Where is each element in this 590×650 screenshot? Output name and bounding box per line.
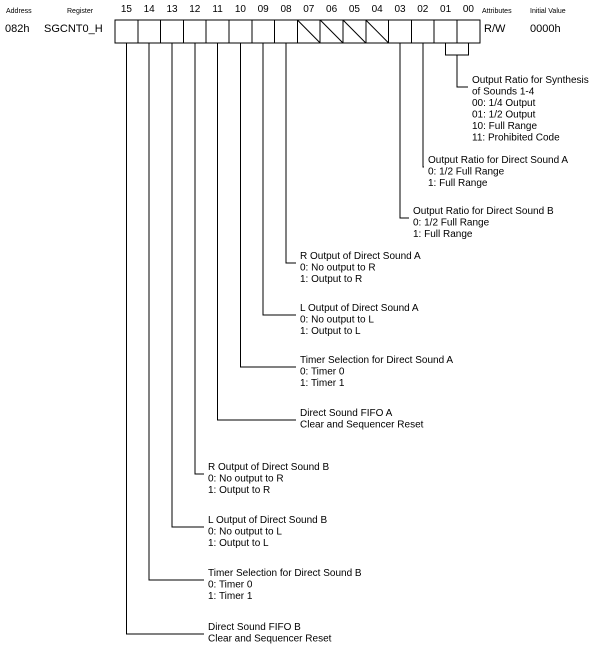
field-option: 11: Prohibited Code: [472, 133, 560, 144]
field-option: 0: 1/2 Full Range: [413, 218, 490, 229]
field-leader: [194, 43, 204, 475]
bit-number: 08: [280, 4, 292, 15]
field-option: 0: No output to R: [300, 263, 376, 274]
bit-number: 14: [144, 4, 156, 15]
bit-cell: [228, 19, 253, 44]
bit-number: 01: [440, 4, 452, 15]
unused-bit-hatch: [297, 19, 321, 44]
bit-cell: [137, 19, 162, 44]
unused-bit-hatch: [342, 19, 367, 44]
field-option: 1: Full Range: [413, 229, 473, 240]
bit-number: 05: [349, 4, 361, 15]
bit-cell: [114, 19, 139, 44]
field-option: 1: Output to R: [208, 485, 270, 496]
field-option: 1: Timer 1: [300, 378, 345, 389]
field-bracket: [445, 43, 469, 56]
bit-number-row: 15 14 13 12 11 10 09 08 07 06 05 04 03 02 01 00: [121, 4, 475, 15]
attributes-header: Attributes: [482, 8, 512, 15]
bit-number: 13: [166, 4, 178, 15]
field-option: 1: Output to L: [208, 538, 269, 549]
bit-number: 09: [258, 4, 270, 15]
field-option: 0: Timer 0: [300, 367, 345, 378]
bit-cell: [433, 19, 458, 44]
field-option: 10: Full Range: [472, 121, 537, 132]
bit-number: 11: [212, 4, 223, 15]
field-leader: [125, 43, 204, 635]
field-option: 00: 1/4 Output: [472, 98, 536, 109]
field-title: Timer Selection for Direct Sound A: [300, 355, 453, 366]
field-leader-lines: [125, 43, 469, 635]
bit-number: 06: [326, 4, 338, 15]
field-leader: [239, 43, 296, 368]
bit-cell: [274, 19, 298, 44]
field-title: L Output of Direct Sound B: [208, 515, 327, 526]
field-leader: [399, 43, 409, 219]
field-leader: [217, 43, 296, 421]
register-name: SGCNT0_H: [44, 23, 103, 35]
bit-number: 03: [394, 4, 406, 15]
bit-cell: [205, 19, 230, 44]
field-title: Direct Sound FIFO A: [300, 408, 393, 419]
field-option: Clear and Sequencer Reset: [208, 634, 332, 645]
address-header: Address: [6, 8, 32, 15]
bit-number: 04: [372, 4, 384, 15]
field-title: R Output of Direct Sound A: [300, 251, 421, 262]
unused-bit-hatch: [319, 19, 344, 44]
field-option: 0: No output to R: [208, 474, 284, 485]
bit-cell: [456, 19, 481, 44]
field-option: 0: 1/2 Full Range: [428, 167, 505, 178]
bit-number: 00: [463, 4, 475, 15]
field-option: 1: Timer 1: [208, 591, 253, 602]
bit-number: 12: [189, 4, 201, 15]
field-title: Timer Selection for Direct Sound B: [208, 568, 362, 579]
field-leader: [171, 43, 204, 528]
unused-bit-hatch: [365, 19, 389, 44]
register-initial-value: 0000h: [530, 23, 561, 35]
field-leader: [262, 43, 296, 316]
field-title: Output Ratio for Direct Sound A: [428, 155, 568, 166]
field-option: 0: Timer 0: [208, 580, 253, 591]
field-title: L Output of Direct Sound A: [300, 303, 419, 314]
register-attributes: R/W: [484, 23, 506, 35]
bit-cell: [410, 19, 435, 44]
field-title: Direct Sound FIFO B: [208, 622, 301, 633]
bit-cell: [388, 19, 412, 44]
field-option: 1: Output to R: [300, 274, 362, 285]
bit-cell-row: [114, 19, 481, 44]
bit-cell: [251, 19, 276, 44]
bit-number: 10: [235, 4, 247, 15]
field-title: Output Ratio for Direct Sound B: [413, 206, 554, 217]
field-option: Clear and Sequencer Reset: [300, 420, 424, 431]
field-leader: [148, 43, 204, 581]
field-option: of Sounds 1-4: [472, 87, 535, 98]
field-option: 1: Output to L: [300, 326, 361, 337]
field-leader: [456, 55, 468, 88]
initial-value-header: Initial Value: [530, 8, 566, 15]
field-option: 01: 1/2 Output: [472, 110, 536, 121]
bit-number: 02: [417, 4, 429, 15]
register-header: Register: [67, 8, 94, 15]
field-leader: [285, 43, 296, 264]
bit-number: 15: [121, 4, 133, 15]
bit-cell: [182, 19, 207, 44]
bit-cell: [160, 19, 184, 44]
field-option: 0: No output to L: [300, 315, 374, 326]
bit-number: 07: [303, 4, 315, 15]
field-leader: [422, 43, 424, 168]
field-title: Output Ratio for Synthesis: [472, 75, 589, 86]
field-title: R Output of Direct Sound B: [208, 462, 330, 473]
field-option: 0: No output to L: [208, 527, 282, 538]
register-address: 082h: [5, 23, 29, 35]
field-option: 1: Full Range: [428, 178, 488, 189]
